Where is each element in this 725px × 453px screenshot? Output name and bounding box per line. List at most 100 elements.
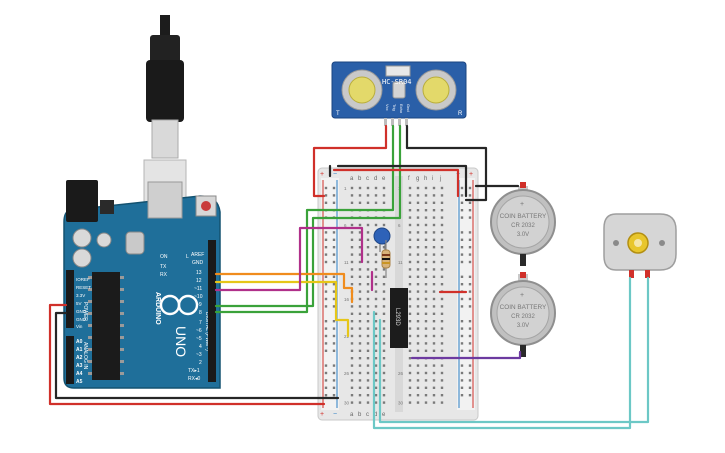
breadboard-hole[interactable] <box>424 186 428 190</box>
breadboard-hole[interactable] <box>440 275 444 278</box>
breadboard-hole[interactable] <box>366 223 370 227</box>
rail-hole[interactable] <box>324 297 328 301</box>
breadboard-hole[interactable] <box>440 305 444 308</box>
breadboard-hole[interactable] <box>440 283 444 286</box>
breadboard-hole[interactable] <box>366 246 370 249</box>
breadboard-hole[interactable] <box>424 275 428 278</box>
breadboard-hole[interactable] <box>408 342 412 345</box>
breadboard-hole[interactable] <box>374 327 378 330</box>
breadboard-hole[interactable] <box>374 349 378 352</box>
rail-hole[interactable] <box>324 334 328 338</box>
breadboard-hole[interactable] <box>416 223 420 227</box>
breadboard-hole[interactable] <box>358 297 362 301</box>
breadboard-hole[interactable] <box>358 275 362 278</box>
breadboard-hole[interactable] <box>424 268 428 271</box>
breadboard-hole[interactable] <box>408 201 412 204</box>
breadboard-hole[interactable] <box>432 186 436 190</box>
breadboard-hole[interactable] <box>440 209 444 212</box>
breadboard-hole[interactable] <box>424 334 428 338</box>
breadboard-hole[interactable] <box>440 238 444 241</box>
rail-hole[interactable] <box>324 386 328 389</box>
breadboard-hole[interactable] <box>432 246 436 249</box>
rail-hole[interactable] <box>468 334 472 338</box>
breadboard-hole[interactable] <box>382 201 386 204</box>
breadboard-hole[interactable] <box>416 209 420 212</box>
rail-hole[interactable] <box>460 320 464 323</box>
breadboard-hole[interactable] <box>374 223 378 227</box>
rail-hole[interactable] <box>324 283 328 286</box>
rail-hole[interactable] <box>460 231 464 234</box>
breadboard-hole[interactable] <box>424 260 428 264</box>
rail-hole[interactable] <box>460 364 464 367</box>
breadboard-hole[interactable] <box>350 194 354 197</box>
breadboard-hole[interactable] <box>358 386 362 389</box>
breadboard-hole[interactable] <box>366 201 370 204</box>
breadboard-hole[interactable] <box>416 386 420 389</box>
breadboard-hole[interactable] <box>358 201 362 204</box>
breadboard-hole[interactable] <box>432 334 436 338</box>
breadboard-hole[interactable] <box>358 401 362 404</box>
breadboard-hole[interactable] <box>440 260 444 264</box>
breadboard-hole[interactable] <box>350 246 354 249</box>
rail-hole[interactable] <box>468 320 472 323</box>
breadboard-hole[interactable] <box>374 194 378 197</box>
breadboard-hole[interactable] <box>432 312 436 315</box>
rail-hole[interactable] <box>332 246 336 249</box>
breadboard-hole[interactable] <box>416 194 420 197</box>
breadboard-hole[interactable] <box>374 357 378 360</box>
rail-hole[interactable] <box>332 379 336 382</box>
rail-hole[interactable] <box>460 216 464 219</box>
rail-hole[interactable] <box>468 305 472 308</box>
rail-hole[interactable] <box>332 364 336 367</box>
breadboard-hole[interactable] <box>408 253 412 256</box>
rail-hole[interactable] <box>332 371 336 375</box>
breadboard-hole[interactable] <box>350 283 354 286</box>
breadboard-hole[interactable] <box>358 253 362 256</box>
breadboard-hole[interactable] <box>374 246 378 249</box>
right-power-rail[interactable] <box>457 178 475 410</box>
breadboard-hole[interactable] <box>408 260 412 264</box>
breadboard-hole[interactable] <box>408 246 412 249</box>
breadboard-hole[interactable] <box>358 327 362 330</box>
rail-hole[interactable] <box>332 327 336 330</box>
breadboard-hole[interactable] <box>374 305 378 308</box>
breadboard-hole[interactable] <box>350 223 354 227</box>
rail-hole[interactable] <box>324 253 328 256</box>
rail-hole[interactable] <box>324 327 328 330</box>
breadboard-hole[interactable] <box>432 209 436 212</box>
breadboard-hole[interactable] <box>416 260 420 264</box>
breadboard-hole[interactable] <box>366 268 370 271</box>
breadboard-hole[interactable] <box>382 290 386 293</box>
breadboard-hole[interactable] <box>358 364 362 367</box>
breadboard-hole[interactable] <box>358 379 362 382</box>
breadboard-hole[interactable] <box>366 260 370 264</box>
breadboard-hole[interactable] <box>358 231 362 234</box>
breadboard-hole[interactable] <box>358 238 362 241</box>
breadboard-hole[interactable] <box>424 371 428 375</box>
breadboard-hole[interactable] <box>358 394 362 397</box>
breadboard-hole[interactable] <box>358 223 362 227</box>
l293d-chip[interactable]: L293D <box>390 288 408 348</box>
breadboard-hole[interactable] <box>358 334 362 338</box>
breadboard-hole[interactable] <box>424 364 428 367</box>
breadboard-hole[interactable] <box>366 401 370 404</box>
breadboard-hole[interactable] <box>440 194 444 197</box>
breadboard-hole[interactable] <box>432 379 436 382</box>
breadboard-hole[interactable] <box>440 327 444 330</box>
rail-hole[interactable] <box>468 201 472 204</box>
breadboard-hole[interactable] <box>408 312 412 315</box>
rail-hole[interactable] <box>460 297 464 301</box>
breadboard-hole[interactable] <box>358 194 362 197</box>
breadboard-hole[interactable] <box>416 305 420 308</box>
breadboard-hole[interactable] <box>440 334 444 338</box>
breadboard-hole[interactable] <box>408 297 412 301</box>
breadboard-hole[interactable] <box>374 394 378 397</box>
breadboard-hole[interactable] <box>382 394 386 397</box>
rail-hole[interactable] <box>332 342 336 345</box>
breadboard-hole[interactable] <box>424 283 428 286</box>
breadboard-hole[interactable] <box>366 297 370 301</box>
breadboard-hole[interactable] <box>416 327 420 330</box>
rail-hole[interactable] <box>468 379 472 382</box>
breadboard-hole[interactable] <box>366 371 370 375</box>
breadboard-hole[interactable] <box>358 349 362 352</box>
